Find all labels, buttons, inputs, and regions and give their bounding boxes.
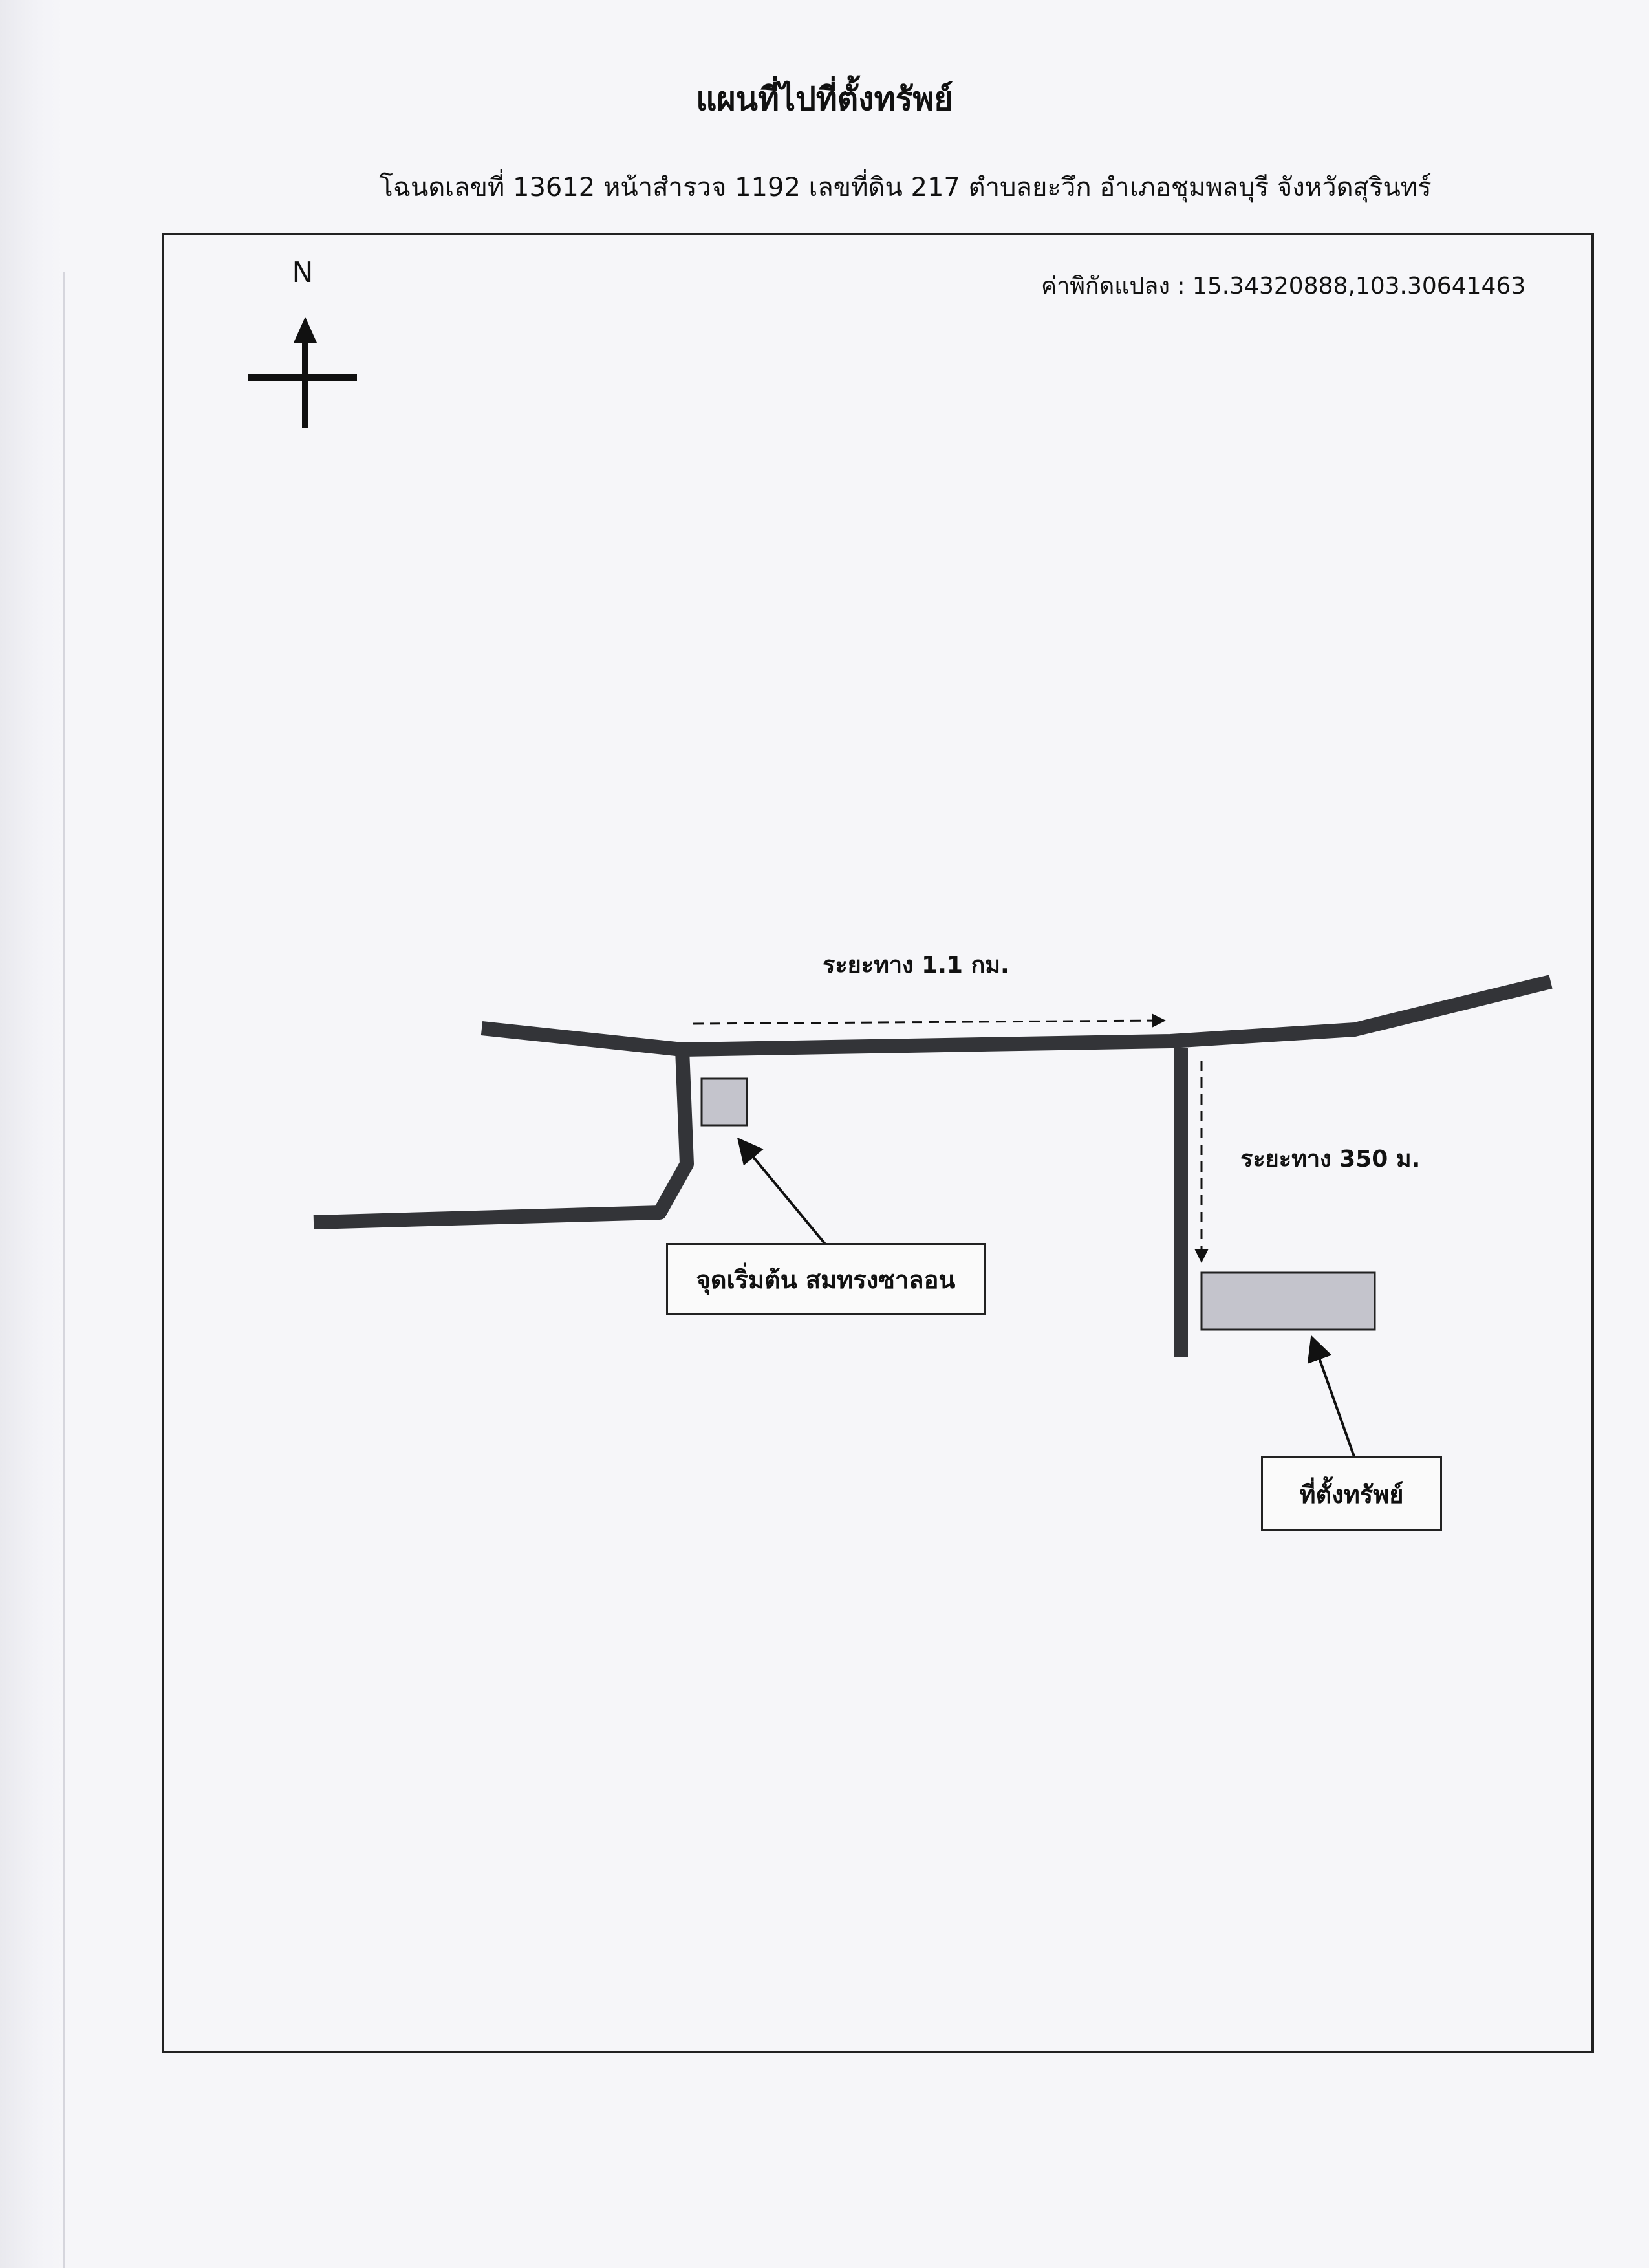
scanned-page-edge [0,0,65,2268]
start-point-marker [700,1077,748,1127]
coordinates-text: ค่าพิกัดแปลง : 15.34320888,103.30641463 [1041,273,1526,299]
main-road-distance-label: ระยะทาง 1.1 กม. [823,952,1009,978]
side-road-distance-label: ระยะทาง 350 ม. [1240,1146,1421,1172]
page-fold-line [63,272,65,2268]
start-side-road [313,1049,694,1229]
main-road [480,975,1553,1057]
page-title: แผนที่ไปที่ตั้งทรัพย์ [696,80,953,118]
map-frame [162,233,1594,2053]
arrow-icon [737,1137,828,1247]
property-marker [1200,1271,1376,1331]
north-label: N [292,256,314,289]
deed-info-subtitle: โฉนดเลขที่ 13612 หน้าสำรวจ 1192 เลขที่ดิ… [379,173,1432,202]
start-point-label: จุดเริ่มต้น สมทรงซาลอน [666,1243,986,1315]
arrow-icon [1307,1335,1356,1459]
property-label: ที่ตั้งทรัพย์ [1261,1456,1442,1531]
dashed-arrow-icon [693,1013,1166,1028]
north-arrow-icon [248,317,357,428]
roads [313,975,1553,1357]
